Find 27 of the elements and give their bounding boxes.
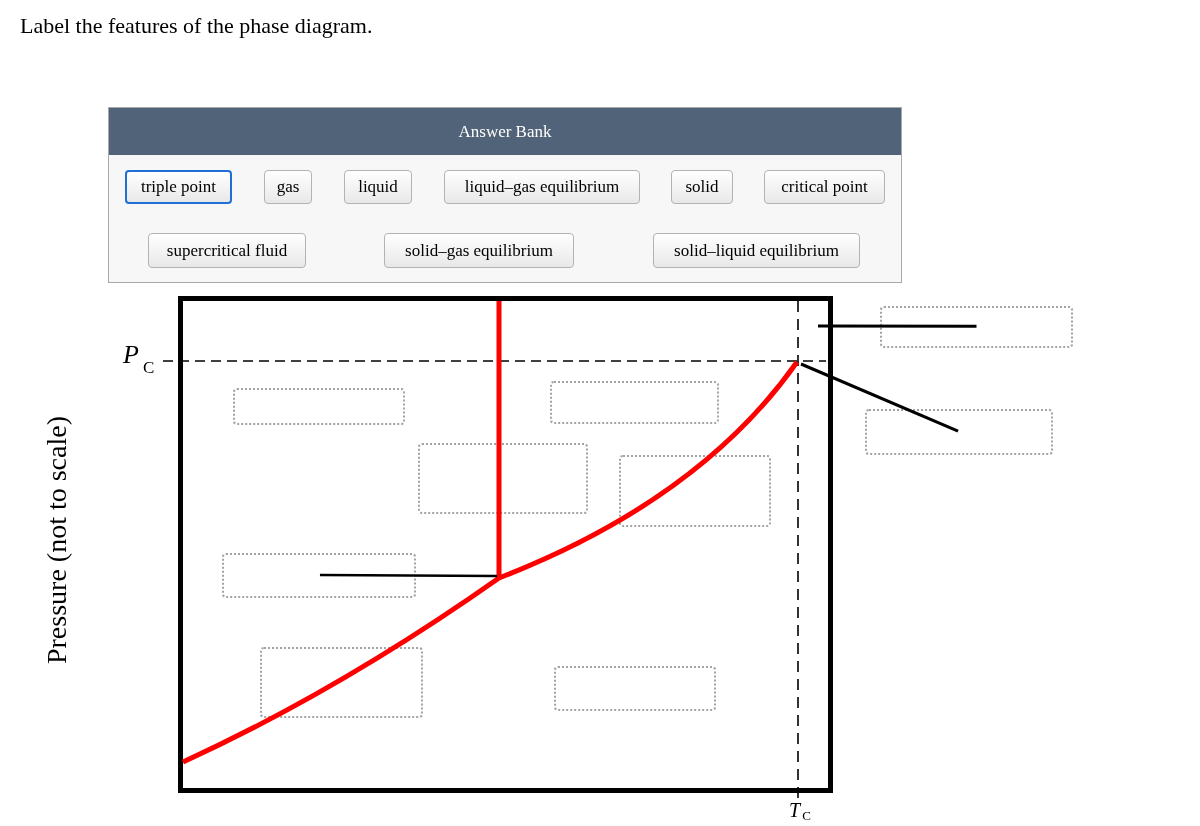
answer-box: [865, 409, 1053, 455]
answer-box: [222, 553, 416, 598]
answer-option-button: supercritical fluid: [148, 233, 306, 268]
instruction-text: Label the features of the phase diagram.: [20, 13, 373, 40]
answer-box: [554, 666, 716, 711]
answer-option-button: triple point: [125, 170, 232, 204]
answer-box: [619, 455, 771, 527]
answer-option-button: liquid: [344, 170, 412, 204]
axis-tick-label: P$_{C}$: [123, 342, 155, 379]
answer-box: [550, 381, 719, 424]
answer-bank-heading: Answer Bank: [109, 108, 901, 155]
answer-option-button: critical point: [764, 170, 885, 204]
answer-box: [418, 443, 588, 514]
axis-tick-label: T$_{C}$: [789, 800, 811, 823]
answer-option-button: solid: [671, 170, 733, 204]
answer-box: [880, 306, 1073, 348]
answer-option-button: liquid–gas equilibrium: [444, 170, 640, 204]
leader-line: [818, 324, 977, 328]
leader-line: [800, 362, 959, 433]
axis-title: Pressure (not to scale): [43, 416, 71, 664]
answer-box: [233, 388, 405, 425]
leader-line: [319, 573, 497, 578]
answer-option-button: solid–gas equilibrium: [384, 233, 574, 268]
answer-box: [260, 647, 423, 718]
answer-option-button: gas: [264, 170, 312, 204]
answer-bank-panel: [108, 107, 902, 283]
answer-option-button: solid–liquid equilibrium: [653, 233, 860, 268]
